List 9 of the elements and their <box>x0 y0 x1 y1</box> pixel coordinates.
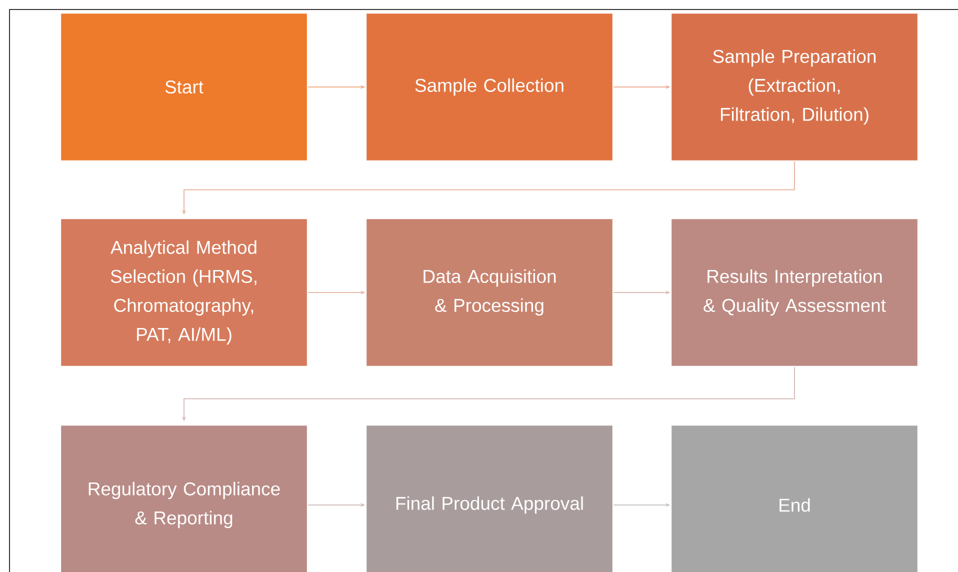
process-box: Analytical Method Selection (HRMS, Chromatography, PAT, AI/ML) <box>60 218 308 368</box>
process-box: Sample Preparation (Extraction, Filtration, Dilution) <box>670 12 919 162</box>
process-box: Sample Collection <box>365 12 614 162</box>
process-box: Start <box>60 12 308 162</box>
process-box: Regulatory Compliance & Reporting <box>60 424 308 572</box>
process-box: Data Acquisition & Processing <box>365 218 614 368</box>
process-box: Final Product Approval <box>365 424 614 572</box>
process-box: End <box>670 424 919 572</box>
process-box: Results Interpretation & Quality Assessment <box>670 218 919 368</box>
